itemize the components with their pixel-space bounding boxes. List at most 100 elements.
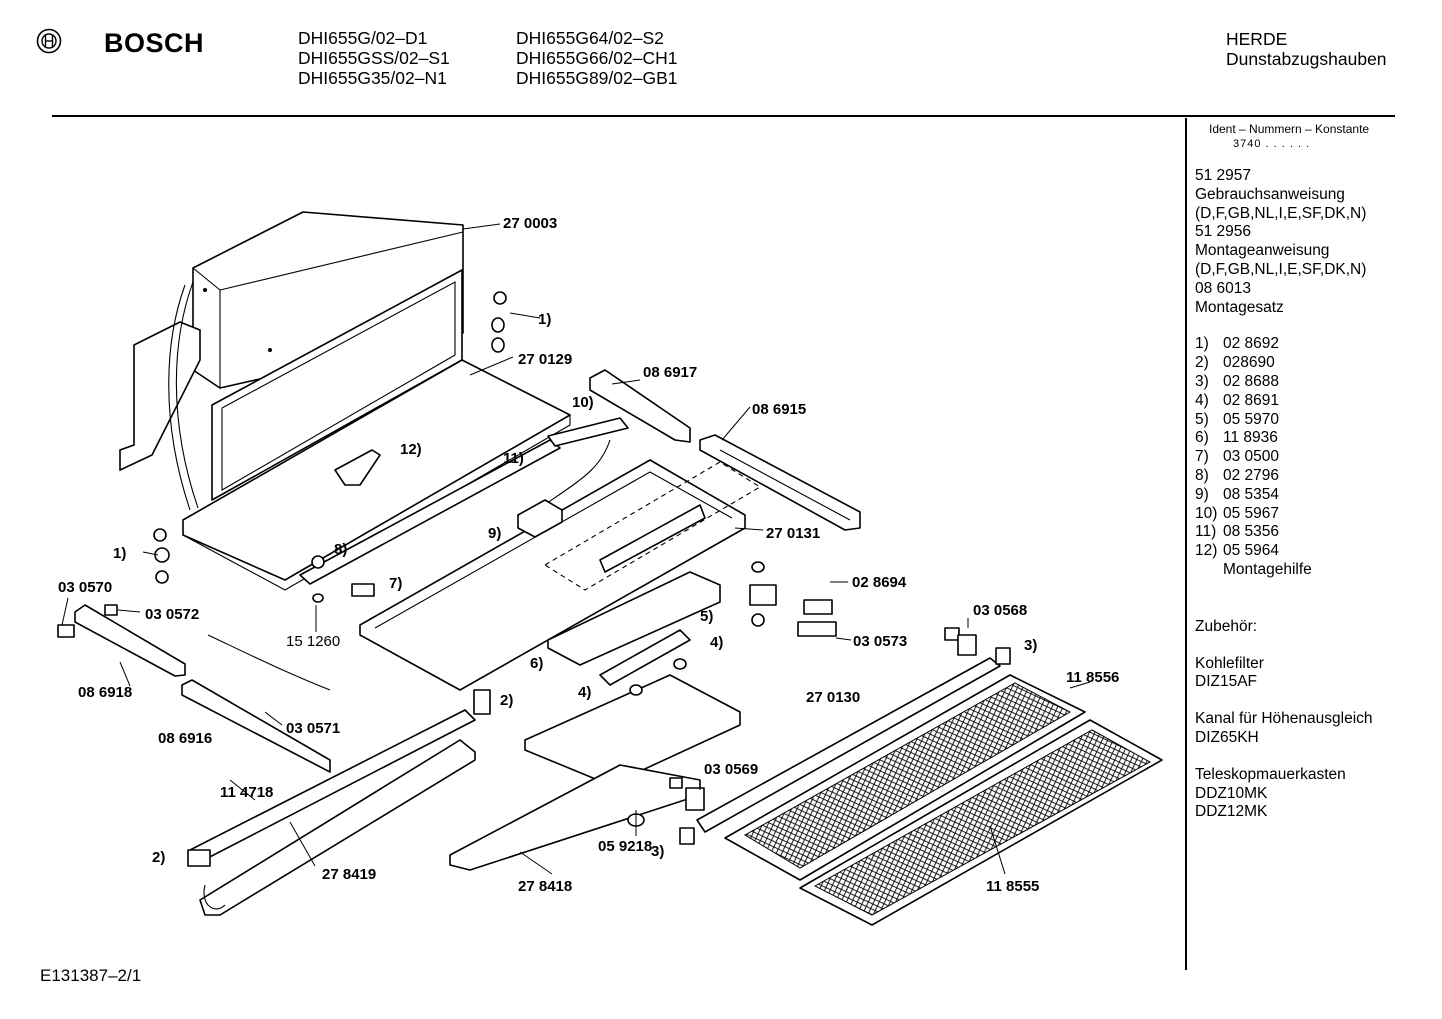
- document-number: 08 6013: [1195, 279, 1252, 297]
- key-label: 2): [152, 849, 165, 866]
- parts-key-row: 4) 02 8691: [1195, 392, 1440, 411]
- callout-label: 03 0568: [973, 602, 1027, 619]
- accessory-code: DDZ12MK: [1195, 803, 1268, 821]
- part-number: 08 5356: [1223, 523, 1280, 541]
- part-number: 11 8936: [1223, 429, 1278, 447]
- part-number: 08 5354: [1223, 485, 1280, 503]
- part-number: 028690: [1223, 354, 1275, 372]
- part-key: 1): [1195, 335, 1209, 353]
- header-divider: [52, 115, 1395, 117]
- parts-key-row: 11) 08 5356: [1195, 523, 1440, 542]
- parts-key-row: 7) 03 0500: [1195, 448, 1440, 467]
- part-number: 05 5967: [1223, 504, 1280, 522]
- accessory-code: DIZ15AF: [1195, 673, 1258, 691]
- callout-label: 08 6916: [158, 730, 212, 747]
- link-rod: [547, 417, 629, 447]
- key-label: 4): [710, 634, 723, 651]
- part-key: 9): [1195, 485, 1209, 503]
- bosch-logo-icon: [36, 28, 62, 54]
- part-key: 8): [1195, 466, 1209, 484]
- accessory-code: DIZ65KH: [1195, 728, 1259, 746]
- key-label: 8): [334, 541, 347, 558]
- hood-side-panel: [119, 281, 201, 511]
- sidebar-divider: [1185, 118, 1187, 970]
- lamp-rail: [299, 439, 611, 585]
- key-label: 6): [530, 655, 543, 672]
- accessory-name: Kanal für Höhenausgleich: [1195, 710, 1373, 728]
- callout-label: 08 6917: [643, 364, 697, 381]
- parts-key-row: 2)028690: [1195, 354, 1440, 373]
- junction-box: [517, 499, 563, 538]
- callout-label: 27 0130: [806, 689, 860, 706]
- callout-label: 02 8694: [852, 574, 907, 591]
- slide-bracket: [589, 369, 861, 531]
- category-line: Dunstabzugshauben: [1226, 49, 1387, 69]
- callout-label: 08 6918: [78, 684, 132, 701]
- callout-label: 27 8419: [322, 866, 376, 883]
- document-list: 51 2957 Gebrauchsanweisung (D,F,GB,NL,I,…: [1195, 167, 1440, 317]
- accessory-name: Kohlefilter: [1195, 654, 1264, 672]
- fasteners: [153, 291, 1011, 867]
- document-title: Montageanweisung: [1195, 242, 1330, 260]
- key-label: 12): [400, 441, 422, 458]
- control-board: [547, 571, 721, 686]
- part-number: 02 2796: [1223, 466, 1280, 484]
- key-label: 3): [651, 843, 664, 860]
- parts-key-row: 5)05 5970: [1195, 411, 1440, 430]
- key-label: 11): [503, 450, 524, 467]
- document-title: Montagesatz: [1195, 298, 1284, 316]
- drawing-id: E131387–2/1: [40, 966, 142, 985]
- parts-key-row: 10)05 5967: [1195, 505, 1440, 524]
- part-number: 03 0500: [1223, 448, 1280, 466]
- left-rails: [57, 604, 331, 773]
- part-key: 7): [1195, 448, 1209, 466]
- model-number: DHI655G89/02–GB1: [516, 68, 678, 88]
- parts-key-row: 1) 02 8692: [1195, 335, 1440, 354]
- document-languages: (D,F,GB,NL,I,E,SF,DK,N): [1195, 260, 1367, 278]
- callout-label: 03 0570: [58, 579, 112, 596]
- callout-label: 03 0572: [145, 606, 199, 623]
- callout-label: 03 0569: [704, 761, 758, 778]
- document-title: Gebrauchsanweisung: [1195, 185, 1345, 203]
- leader-lines: [61, 223, 1091, 875]
- filter-tray: [359, 459, 762, 691]
- ident-heading: Ident – Nummern – Konstante: [1209, 122, 1370, 136]
- model-list-1: DHI655G/02–D1 DHI655GSS/02–S1 DHI655G35/…: [298, 28, 450, 88]
- parts-key-row: 12)05 5964: [1195, 542, 1440, 561]
- lower-trough: [449, 674, 741, 871]
- part-key: 6): [1195, 429, 1209, 447]
- key-label: 2): [500, 692, 513, 709]
- front-trim-strip: [696, 657, 1001, 833]
- brand-name: BOSCH: [104, 28, 205, 58]
- accessory-item: Kohlefilter DIZ15AF: [1195, 655, 1440, 693]
- accessories-heading: Zubehör:: [1195, 617, 1258, 635]
- parts-key-row: 8) 02 2796: [1195, 467, 1440, 486]
- document-number: 51 2957: [1195, 167, 1252, 184]
- exploded-view-diagram: 27 0003 27 0129 08 6917 08 6915 27 0131 …: [57, 211, 1163, 926]
- callout-label: 11 8555: [986, 878, 1039, 895]
- callout-label: 11 8556: [1066, 669, 1119, 686]
- model-number: DHI655GSS/02–S1: [298, 48, 450, 68]
- key-label: 9): [488, 525, 501, 542]
- part-key: 3): [1195, 372, 1209, 390]
- callout-label: 27 0129: [518, 351, 572, 368]
- part-key: 12): [1195, 542, 1218, 560]
- key-label: 1): [538, 311, 551, 328]
- key-label: 10): [572, 394, 594, 411]
- part-key: 4): [1195, 391, 1209, 409]
- part-number: 02 8692: [1223, 335, 1280, 353]
- accessory-name: Teleskopmauerkasten: [1195, 765, 1346, 783]
- front-profile: [199, 739, 476, 916]
- part-key: 11): [1195, 523, 1217, 541]
- key-label: 5): [700, 608, 713, 625]
- callout-label: 11 4718: [220, 784, 273, 801]
- key-label: 4): [578, 684, 591, 701]
- accessory-item: Kanal für Höhenausgleich DIZ65KH: [1195, 710, 1440, 748]
- part-number: 02 8688: [1223, 372, 1280, 390]
- parts-key-row: 3) 02 8688: [1195, 373, 1440, 392]
- part-key: 5): [1195, 410, 1209, 428]
- part-number: 02 8691: [1223, 391, 1280, 409]
- callout-label: 27 0003: [503, 215, 557, 232]
- document-number: 51 2956: [1195, 223, 1252, 241]
- model-number: DHI655G66/02–CH1: [516, 48, 678, 68]
